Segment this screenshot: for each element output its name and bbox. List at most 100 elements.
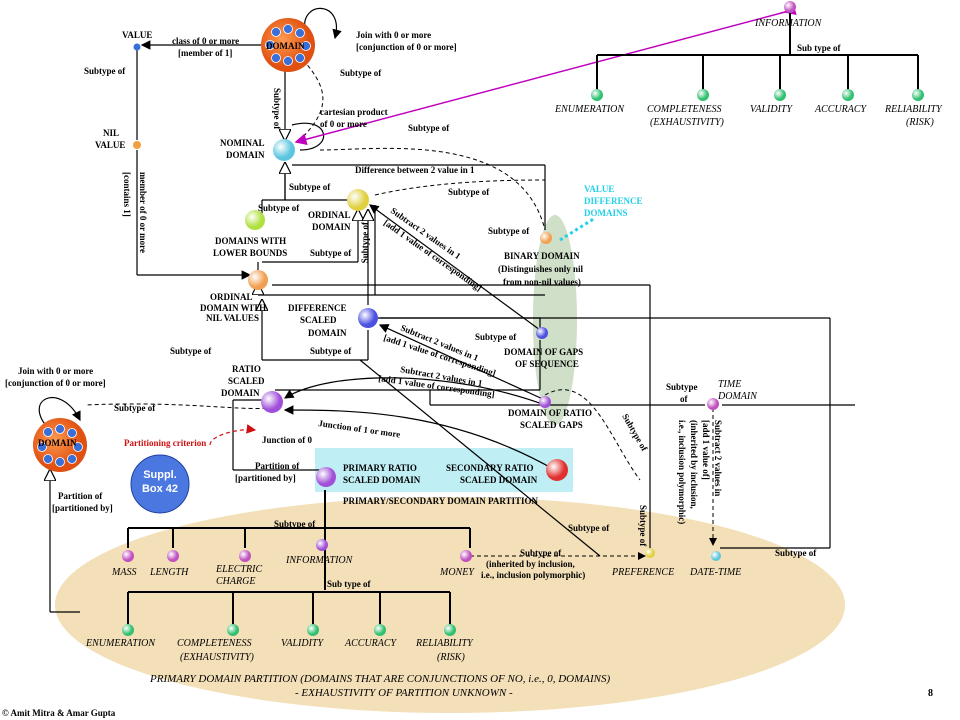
subtype-of-8: Subtype of bbox=[488, 226, 530, 236]
subtype-of-5: Subtype of bbox=[289, 182, 331, 192]
ordinal-nil-node bbox=[248, 270, 268, 290]
value-diff-label-3: DOMAINS bbox=[584, 208, 628, 218]
value-label: VALUE bbox=[122, 30, 152, 40]
gaps-label-2: OF SEQUENCE bbox=[515, 359, 579, 369]
difference-scaled-node bbox=[358, 308, 378, 328]
join-left-label-1: Join with 0 or more bbox=[18, 366, 93, 376]
binary-domain-label-1: BINARY DOMAIN bbox=[504, 251, 580, 261]
page-number: 8 bbox=[928, 688, 933, 699]
subtype-of-17: Subtype of bbox=[568, 523, 610, 533]
junction-0-label: Junction of 0 bbox=[262, 435, 313, 445]
subtract-time-3: (inherited by inclusion, bbox=[689, 420, 699, 509]
inherited-3: i.e., inclusion polymorphic) bbox=[481, 570, 585, 580]
value-node bbox=[133, 43, 141, 51]
ordinal-label-1: ORDINAL bbox=[308, 210, 351, 220]
join-top-label-1: Join with 0 or more bbox=[356, 30, 431, 40]
information-bottom-label: INFORMATION bbox=[285, 555, 354, 566]
subtype-of-11: Subtype of bbox=[475, 332, 517, 342]
suppl-label-2[interactable]: Box 42 bbox=[142, 483, 178, 495]
join-left-label-2: [conjunction of 0 or more] bbox=[5, 378, 106, 388]
ratio-label-1: RATIO bbox=[232, 364, 261, 374]
time-domain-label-2: DOMAIN bbox=[717, 391, 758, 402]
subtype-of-10: Subtype of bbox=[360, 221, 370, 263]
lower-bounds-node bbox=[245, 210, 265, 230]
member-of-label: member of 0 or more bbox=[138, 172, 148, 253]
suppl-label-1[interactable]: Suppl. bbox=[143, 469, 177, 481]
top-risk: (RISK) bbox=[906, 117, 934, 128]
money-label: MONEY bbox=[439, 567, 475, 578]
length-node bbox=[167, 550, 179, 562]
ratio-label-3: DOMAIN bbox=[221, 388, 260, 398]
subtype-of-3: Subtype of bbox=[272, 88, 282, 130]
ratio-gaps-node bbox=[539, 396, 551, 408]
difference-label-2: SCALED bbox=[300, 315, 337, 325]
partition-of-label-2: [partitioned by] bbox=[235, 473, 296, 483]
bottom-risk: (RISK) bbox=[437, 652, 465, 663]
time-domain-label-1: TIME bbox=[718, 379, 741, 390]
subtype-of-18: Subtype of bbox=[775, 548, 817, 558]
subtype-label-b: of bbox=[680, 394, 689, 404]
top-enumeration: ENUMERATION bbox=[554, 104, 625, 115]
ratio-gaps-label-2: SCALED GAPS bbox=[520, 420, 583, 430]
difference-label-1: DIFFERENCE bbox=[288, 303, 347, 313]
length-label: LENGTH bbox=[149, 567, 189, 578]
ratio-scaled-node bbox=[261, 391, 283, 413]
subtract-time-2: [add 1 value of] bbox=[701, 420, 711, 480]
secondary-ratio-label-2: SCALED DOMAIN bbox=[460, 475, 538, 485]
bottom-completeness: COMPLETENESS bbox=[177, 638, 251, 649]
suppl-box-42[interactable] bbox=[130, 454, 190, 514]
inherited-2: (inherited by inclusion, bbox=[486, 559, 575, 569]
difference-label-3: DOMAIN bbox=[308, 328, 347, 338]
subtype-of-2: Subtype of bbox=[340, 68, 382, 78]
subtype-of-9: Subtype of bbox=[310, 248, 352, 258]
primary-secondary-partition-box bbox=[315, 448, 573, 492]
subtract-time-4: i.e., inclusion polymorphic) bbox=[677, 420, 687, 524]
ratio-gaps-label-1: DOMAIN OF RATIO bbox=[508, 408, 592, 418]
information-top-label: INFORMATION bbox=[754, 18, 823, 29]
top-exhaustivity: (EXHAUSTIVITY) bbox=[650, 117, 725, 128]
subtype-of-14: Subtype of bbox=[114, 403, 156, 413]
electric-label-2: CHARGE bbox=[216, 576, 255, 587]
top-reliability: RELIABILITY bbox=[884, 104, 943, 115]
secondary-ratio-node bbox=[546, 459, 568, 481]
top-completeness: COMPLETENESS bbox=[647, 104, 721, 115]
mass-node bbox=[122, 550, 134, 562]
junction-1-label: Junction of 1 or more bbox=[318, 418, 401, 439]
information-bottom-node bbox=[316, 539, 328, 551]
electric-label-1: ELECTRIC bbox=[215, 564, 262, 575]
top-info-subtype-balls bbox=[591, 89, 924, 101]
sub-type-of-top: Sub type of bbox=[797, 43, 842, 53]
cartesian-label-2: of 0 or more bbox=[320, 119, 367, 129]
nil-value-label-1: NIL bbox=[103, 128, 119, 138]
domain-top-node bbox=[261, 18, 315, 72]
binary-domain-label-3: from non-nil values) bbox=[503, 277, 581, 287]
lower-bounds-label-1: DOMAINS WITH bbox=[215, 236, 286, 246]
class-of-label-2: [member of 1] bbox=[178, 48, 232, 58]
subtype-of-16: Subtype of bbox=[638, 505, 648, 547]
join-top-label-2: [conjunction of 0 or more] bbox=[356, 42, 457, 52]
value-diff-label-1: VALUE bbox=[584, 184, 614, 194]
ordinal-nil-label-2: DOMAIN WITH bbox=[200, 303, 266, 313]
top-accuracy: ACCURACY bbox=[814, 104, 868, 115]
mass-label: MASS bbox=[111, 567, 136, 578]
partition-of-left-2: [partitioned by] bbox=[52, 503, 113, 513]
subtract-time-1: Subtract 2 values in bbox=[713, 420, 723, 496]
caption-line-1: PRIMARY DOMAIN PARTITION (DOMAINS THAT A… bbox=[149, 673, 610, 685]
nil-value-label-2: VALUE bbox=[95, 140, 125, 150]
partition-of-label-1: Partition of bbox=[255, 461, 300, 471]
domain-left-label: DOMAIN bbox=[38, 438, 77, 448]
domain-left-node bbox=[33, 418, 87, 472]
bottom-enumeration: ENUMERATION bbox=[85, 638, 156, 649]
nominal-domain-node bbox=[273, 139, 295, 161]
value-diff-label-2: DIFFERENCE bbox=[584, 196, 643, 206]
subtype-of-19: Subtype of bbox=[274, 519, 316, 529]
binary-domain-node bbox=[540, 232, 552, 244]
gap-domains-oval bbox=[533, 215, 577, 425]
gaps-label-1: DOMAIN OF GAPS bbox=[504, 347, 583, 357]
subtype-of-1: Subtype of bbox=[84, 66, 126, 76]
sub-type-of-bottom: Sub type of bbox=[327, 579, 372, 589]
subtype-label-a: Subtype bbox=[666, 382, 698, 392]
bottom-exhaustivity: (EXHAUSTIVITY) bbox=[180, 652, 255, 663]
partition-of-left-1: Partition of bbox=[58, 491, 103, 501]
